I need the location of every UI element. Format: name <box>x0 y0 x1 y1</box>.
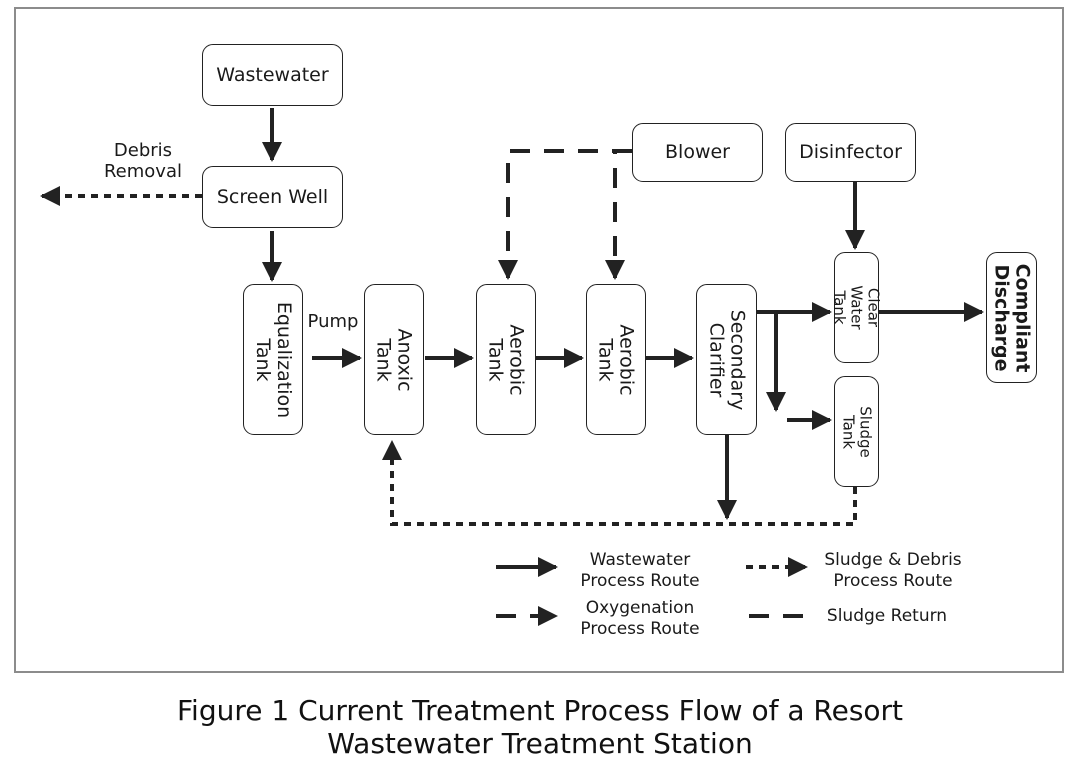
node-secondary-clarifier: Secondary Clarifier <box>696 284 757 435</box>
figure-caption: Figure 1 Current Treatment Process Flow … <box>176 694 904 760</box>
debris-removal-label: Debris Removal <box>103 140 182 182</box>
node-aerobic-tank-2: Aerobic Tank <box>586 284 646 435</box>
legend-sludge-debris-route: Sludge & Debris Process Route <box>824 550 962 591</box>
node-label: Screen Well <box>216 185 329 208</box>
node-label: Secondary Clarifier <box>705 309 749 410</box>
pump-label: Pump <box>307 311 359 332</box>
node-disinfector: Disinfector <box>785 123 916 182</box>
node-label: Wastewater <box>216 63 329 86</box>
node-aerobic-tank-1: Aerobic Tank <box>476 284 536 435</box>
edge-sludge-return-loop <box>382 440 857 526</box>
node-label: Aerobic Tank <box>485 323 529 396</box>
node-label: Sludge Tank <box>839 405 875 458</box>
node-label: Blower <box>665 141 730 163</box>
legend-wastewater-route: Wastewater Process Route <box>580 550 700 591</box>
diagram-frame <box>14 7 1064 673</box>
node-sludge-tank: Sludge Tank <box>834 376 879 487</box>
edge-blower-aerobic2 <box>605 149 632 280</box>
node-clear-water-tank: Clear Water Tank <box>831 252 883 363</box>
node-label: Aerobic Tank <box>595 323 639 396</box>
node-screen-well: Screen Well <box>202 166 343 228</box>
node-label: Equalization Tank <box>252 301 296 418</box>
edge-blower-aerobic1 <box>498 149 632 280</box>
node-anoxic-tank: Anoxic Tank <box>364 284 424 435</box>
node-compliant-discharge: Compliant Discharge <box>986 252 1037 383</box>
node-label: Anoxic Tank <box>373 327 416 392</box>
node-label: Disinfector <box>799 141 902 163</box>
node-label: Compliant Discharge <box>990 263 1034 372</box>
node-equalization-tank: Equalization Tank <box>243 284 303 435</box>
node-blower: Blower <box>632 123 763 182</box>
legend-sludge-return: Sludge Return <box>826 606 948 626</box>
legend-oxygenation-route: Oxygenation Process Route <box>580 598 700 639</box>
node-wastewater: Wastewater <box>202 44 343 106</box>
node-label: Clear Water Tank <box>831 285 883 330</box>
